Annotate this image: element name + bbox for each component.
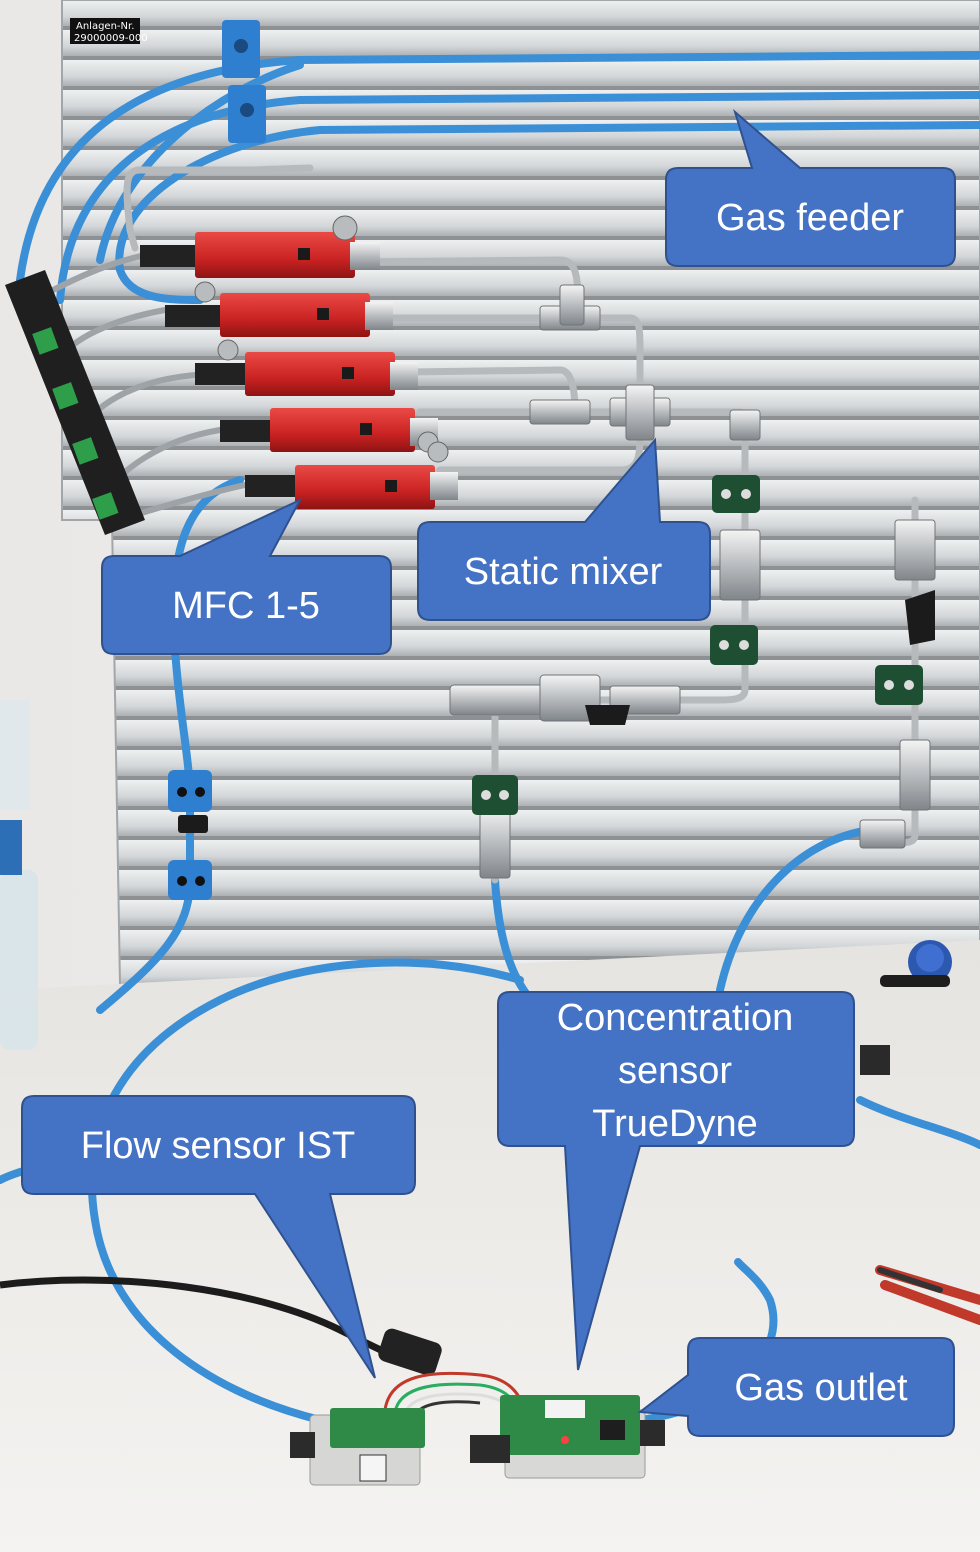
flow-sensor-device bbox=[290, 1408, 425, 1486]
callout-gas-outlet: Gas outlet bbox=[637, 1337, 955, 1437]
tube-clamps bbox=[222, 20, 266, 143]
mfc-units bbox=[140, 215, 458, 509]
callout-concentration-line-1: Concentration bbox=[557, 997, 794, 1039]
green-clamps bbox=[472, 475, 923, 815]
concentration-sensor-device bbox=[470, 1395, 665, 1479]
callout-static-mixer-label: Static mixer bbox=[464, 551, 663, 593]
callout-flow-sensor-label: Flow sensor IST bbox=[81, 1125, 356, 1167]
pipe-fittings bbox=[449, 284, 936, 879]
asset-plate: Anlagen-Nr. 29000009-000 bbox=[70, 18, 148, 44]
blue-clamps-lower bbox=[168, 770, 212, 900]
callout-flow-sensor: Flow sensor IST bbox=[21, 1095, 416, 1379]
glass-bottle bbox=[0, 700, 38, 1050]
callout-gas-feeder: Gas feeder bbox=[665, 108, 956, 267]
bench-tools bbox=[860, 940, 980, 1325]
valve-handles bbox=[178, 590, 935, 833]
callout-mfc-label: MFC 1-5 bbox=[172, 585, 320, 627]
cable-connector bbox=[378, 1328, 442, 1376]
callout-concentration-sensor: Concentration sensor TrueDyne bbox=[497, 991, 855, 1371]
signal-distributor bbox=[5, 270, 145, 535]
callout-mfc: MFC 1-5 bbox=[101, 497, 392, 655]
plate-line-1: Anlagen-Nr. bbox=[76, 21, 134, 32]
plate-line-2: 29000009-000 bbox=[74, 33, 148, 44]
callout-static-mixer: Static mixer bbox=[417, 437, 711, 621]
callout-concentration-line-3: TrueDyne bbox=[592, 1103, 757, 1145]
callout-concentration-line-2: sensor bbox=[618, 1050, 732, 1092]
callout-gas-outlet-label: Gas outlet bbox=[734, 1367, 908, 1409]
callout-gas-feeder-label: Gas feeder bbox=[716, 197, 904, 239]
